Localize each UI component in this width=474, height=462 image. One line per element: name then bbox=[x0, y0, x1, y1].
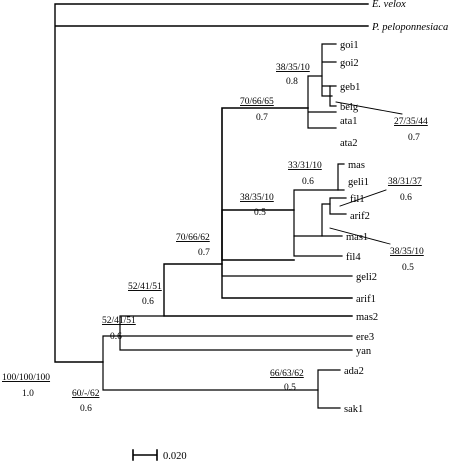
support-n70a-top: 70/66/62 bbox=[176, 233, 210, 243]
support-n52b-top: 52/41/51 bbox=[128, 282, 162, 292]
support-n66-top: 66/63/62 bbox=[270, 369, 304, 379]
tip-labels: E. velox P. peloponnesiaca goi1 goi2 geb… bbox=[340, 0, 448, 415]
taxon-geli1: geli1 bbox=[348, 177, 369, 188]
taxon-yan: yan bbox=[356, 346, 372, 357]
taxon-ada2: ada2 bbox=[344, 366, 364, 377]
support-n38b-bottom: 0.5 bbox=[254, 208, 266, 218]
support-n52a-bottom: 0.6 bbox=[110, 332, 122, 342]
taxon-arif1: arif1 bbox=[356, 294, 376, 305]
taxon-geli2: geli2 bbox=[356, 272, 377, 283]
support-n33-bottom: 0.6 bbox=[302, 177, 314, 187]
taxon-ere3: ere3 bbox=[356, 332, 374, 343]
taxon-geb1: geb1 bbox=[340, 82, 360, 93]
scale-bar-label: 0.020 bbox=[163, 451, 187, 462]
taxon-mas2: mas2 bbox=[356, 312, 378, 323]
taxon-belg: belg bbox=[340, 102, 359, 113]
taxon-arif2: arif2 bbox=[350, 211, 370, 222]
taxon-ata1: ata1 bbox=[340, 116, 358, 127]
support-n52b-bottom: 0.6 bbox=[142, 297, 154, 307]
scale-bar: 0.020 bbox=[132, 449, 187, 462]
support-n70a-bottom: 0.7 bbox=[198, 248, 210, 258]
taxon-fil1: fil1 bbox=[350, 194, 365, 205]
support-n27-bottom: 0.7 bbox=[408, 133, 420, 143]
support-n38a-top: 38/35/10 bbox=[276, 63, 310, 73]
support-n70b-bottom: 0.7 bbox=[256, 113, 268, 123]
support-n66-bottom: 0.5 bbox=[284, 383, 296, 393]
support-n60-top: 60/-/62 bbox=[72, 389, 100, 399]
support-n52a-top: 52/41/51 bbox=[102, 316, 136, 326]
support-n38c-bottom: 0.6 bbox=[400, 193, 412, 203]
support-values: 100/100/100 1.0 60/-/62 0.6 52/41/51 0.6… bbox=[2, 63, 428, 414]
taxon-goi1: goi1 bbox=[340, 40, 359, 51]
support-n38d-bottom: 0.5 bbox=[402, 263, 414, 273]
support-n38b-top: 38/35/10 bbox=[240, 193, 274, 203]
support-n33-top: 33/31/10 bbox=[288, 161, 322, 171]
support-root-bottom: 1.0 bbox=[22, 389, 34, 399]
taxon-ata2: ata2 bbox=[340, 138, 358, 149]
taxon-e-velox: E. velox bbox=[371, 0, 406, 10]
support-root-top: 100/100/100 bbox=[2, 373, 50, 383]
taxon-goi2: goi2 bbox=[340, 58, 359, 69]
support-n38a-bottom: 0.8 bbox=[286, 77, 298, 87]
support-n27-top: 27/35/44 bbox=[394, 117, 428, 127]
taxon-mas1: mas1 bbox=[346, 232, 368, 243]
taxon-sak1: sak1 bbox=[344, 404, 363, 415]
support-n38c-top: 38/31/37 bbox=[388, 177, 422, 187]
branches bbox=[54, 3, 403, 409]
support-n60-bottom: 0.6 bbox=[80, 404, 92, 414]
taxon-p-peloponnesiaca: P. peloponnesiaca bbox=[371, 22, 448, 33]
support-n38d-top: 38/35/10 bbox=[390, 247, 424, 257]
taxon-fil4: fil4 bbox=[346, 252, 361, 263]
taxon-mas: mas bbox=[348, 160, 365, 171]
support-n70b-top: 70/66/65 bbox=[240, 97, 274, 107]
